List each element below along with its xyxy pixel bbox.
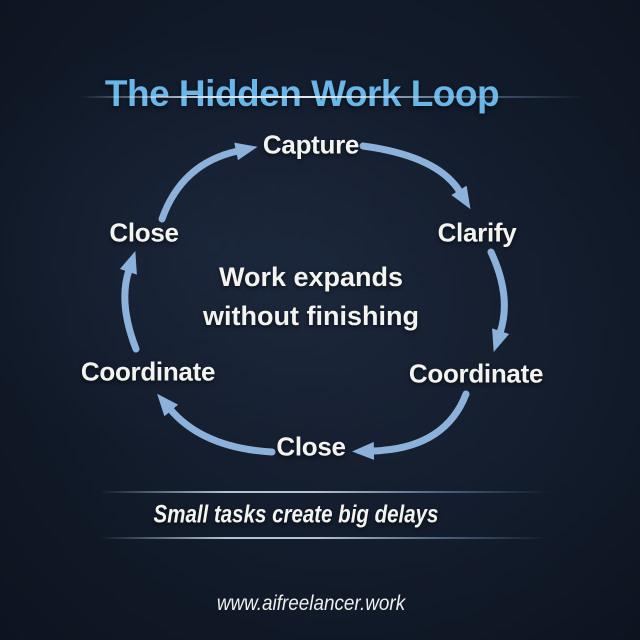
- cycle-node-coordinate-left: Coordinate: [80, 356, 216, 387]
- tagline-text: Small tasks create big delays: [153, 500, 439, 529]
- arrow-clarify-to-coordinate-icon: [487, 248, 510, 352]
- footer-website-url: www.aifreelancer.work: [216, 592, 406, 615]
- tagline-divider-bottom: [100, 537, 548, 539]
- cycle-center-message: Work expands without finishing: [203, 258, 419, 336]
- arrow-close-to-coordinate-icon: [157, 393, 276, 456]
- arrow-close-to-capture-icon: [158, 142, 258, 223]
- arrow-capture-to-clarify-icon: [359, 142, 471, 210]
- cycle-node-clarify: Clarify: [437, 217, 517, 248]
- tagline-divider-top: [100, 491, 548, 493]
- cycle-node-close-bottom: Close: [276, 431, 346, 462]
- cycle-node-coordinate-right: Coordinate: [408, 358, 544, 389]
- title-underline: [80, 96, 585, 98]
- arrow-coordinate-to-close-icon: [352, 390, 470, 460]
- cycle-node-close-top-left: Close: [109, 217, 179, 248]
- cycle-node-capture: Capture: [262, 129, 360, 160]
- center-message-line1: Work expands: [218, 262, 404, 292]
- arrow-coordinate-to-close-2-icon: [119, 251, 140, 353]
- center-message-line2: without finishing: [203, 301, 419, 331]
- page-title: The Hidden Work Loop: [104, 72, 500, 114]
